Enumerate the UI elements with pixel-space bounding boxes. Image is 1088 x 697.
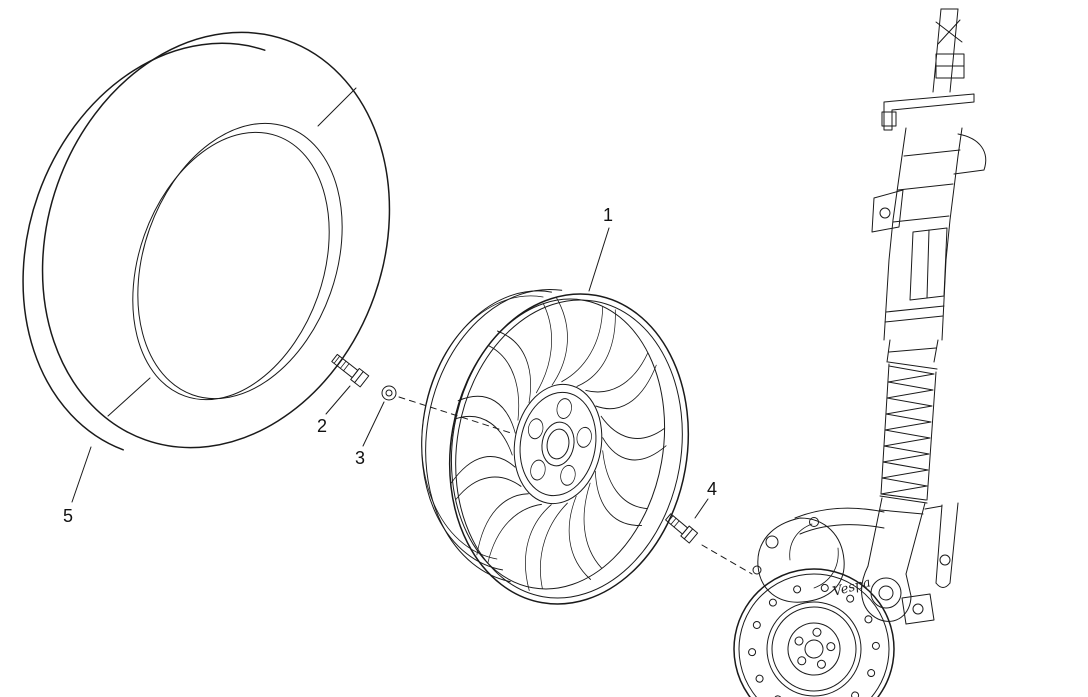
rim-inner-lip bbox=[455, 299, 683, 599]
label-part-1: 1 bbox=[603, 205, 613, 225]
bolt-4-head bbox=[680, 525, 699, 544]
disc-center-bore bbox=[804, 639, 824, 659]
bolt-2-head-facet bbox=[354, 371, 364, 384]
washer-outer bbox=[381, 385, 397, 401]
vespa-logo: Vespa bbox=[831, 575, 872, 599]
tire-bead-back bbox=[132, 131, 330, 401]
wheel-hub bbox=[505, 377, 611, 510]
rim-outer-lip bbox=[448, 293, 690, 605]
leader-line-5 bbox=[71, 446, 92, 503]
label-part-5: 5 bbox=[63, 506, 73, 526]
caliper-body bbox=[757, 517, 845, 603]
leader-line-4 bbox=[694, 498, 709, 519]
crown-side-flag bbox=[953, 133, 987, 175]
tire-part-5 bbox=[22, 31, 391, 451]
rim-barrel-arc-3 bbox=[421, 295, 544, 560]
tire-seam-upper bbox=[317, 87, 357, 127]
bolt-part-2 bbox=[331, 353, 370, 388]
bolt-2-shaft bbox=[331, 353, 359, 379]
fender-stay bbox=[924, 502, 959, 588]
bolt-4-head-facet bbox=[683, 528, 694, 540]
axle-casting bbox=[861, 565, 935, 625]
rim-barrel-arc-2 bbox=[421, 290, 552, 571]
wheel-spokes bbox=[447, 293, 668, 593]
brake-disc bbox=[733, 568, 895, 697]
label-part-2: 2 bbox=[317, 416, 327, 436]
bolt-2-threads bbox=[333, 355, 350, 372]
wheel-part-1 bbox=[421, 282, 690, 606]
hub-center-bore-outer bbox=[539, 420, 578, 469]
suspension-spring bbox=[879, 361, 938, 504]
fork-crown bbox=[871, 127, 987, 363]
washer-inner bbox=[385, 389, 393, 397]
leader-line-3 bbox=[362, 401, 385, 447]
rim-barrel-arc-1 bbox=[425, 289, 563, 583]
tire-seam-lower bbox=[107, 377, 151, 417]
hub-plate-outer bbox=[505, 377, 611, 510]
tire-outer-front bbox=[41, 31, 391, 449]
wheel-spoke-face bbox=[429, 282, 687, 606]
leader-line-1 bbox=[588, 227, 610, 292]
tire-outer-back-edge bbox=[22, 42, 266, 451]
spring-coils bbox=[880, 365, 935, 501]
hub-center-bore-inner bbox=[545, 427, 571, 460]
label-part-3: 3 bbox=[355, 448, 365, 468]
bolt-part-4 bbox=[665, 513, 699, 544]
tire-bead-front bbox=[137, 122, 343, 400]
hub-plate-inner bbox=[512, 386, 604, 501]
bleed-nipple bbox=[765, 535, 779, 549]
steering-stem bbox=[932, 8, 965, 93]
disc-hub bbox=[787, 622, 841, 676]
lower-fork-tube bbox=[867, 497, 926, 575]
label-part-4: 4 bbox=[707, 479, 717, 499]
reflector-bracket bbox=[881, 93, 975, 131]
washer-part-3 bbox=[381, 385, 397, 401]
front-fork-assembly: Vespa bbox=[733, 8, 987, 697]
brake-caliper bbox=[752, 507, 885, 603]
part-labels: 1 2 3 4 5 bbox=[63, 205, 717, 526]
leader-line-2 bbox=[325, 385, 351, 415]
headlamp-bracket bbox=[871, 189, 904, 233]
assembly-axis-line-bolt-to-caliper bbox=[701, 544, 753, 575]
bolt-4-threads bbox=[667, 515, 680, 528]
assembly-axis-line-washer-to-hub bbox=[398, 396, 515, 435]
spoke-face-ring bbox=[429, 282, 687, 606]
bolt-2-head bbox=[350, 367, 370, 388]
